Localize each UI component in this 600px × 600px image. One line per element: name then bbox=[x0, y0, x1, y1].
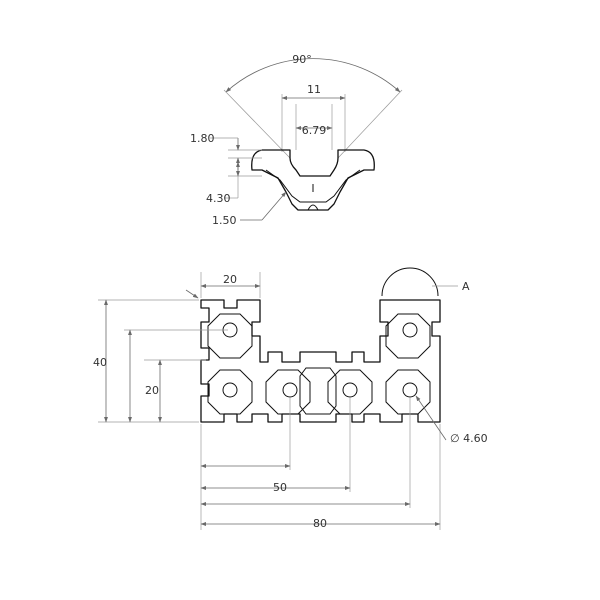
slot-inner-wall bbox=[265, 169, 361, 203]
cell-bottom-right bbox=[385, 369, 431, 415]
dim-label-430: 4.30 bbox=[206, 192, 231, 205]
diameter-leader bbox=[415, 395, 447, 441]
angle-label: 90° bbox=[292, 53, 312, 66]
hole-bottom-left bbox=[222, 382, 238, 398]
dim-label-top20: 20 bbox=[223, 273, 237, 286]
dim-label-v20: 20 bbox=[145, 384, 159, 397]
cell-bottom-left bbox=[207, 369, 253, 415]
hole-top-right bbox=[402, 322, 418, 338]
cell-top-right bbox=[385, 313, 431, 359]
dim-label-679: 6.79 bbox=[302, 124, 327, 137]
dim-label-diameter: ∅ 4.60 bbox=[450, 432, 488, 445]
dim-label-80: 80 bbox=[313, 517, 327, 530]
dim-label-180: 1.80 bbox=[190, 132, 215, 145]
dim-label-11: 11 bbox=[307, 83, 321, 96]
corner-leader bbox=[185, 289, 199, 299]
hole-center-right bbox=[342, 382, 358, 398]
angle-arc bbox=[225, 58, 401, 93]
detail-view-slot: 90° 11 6.79 1.80 4.30 1.50 bbox=[190, 53, 403, 227]
detail-circle-a bbox=[381, 267, 439, 297]
profile-outline bbox=[200, 299, 441, 423]
cell-center-right bbox=[327, 369, 373, 415]
dim-label-40: 40 bbox=[93, 356, 107, 369]
slot-outline bbox=[251, 149, 375, 211]
detail-label-a: A bbox=[462, 280, 470, 293]
dim-label-50: 50 bbox=[273, 481, 287, 494]
hole-bottom-right bbox=[402, 382, 418, 398]
profile-view: A 20 40 20 50 80 ∅ 4.60 bbox=[93, 267, 488, 530]
cell-top-left bbox=[207, 313, 253, 359]
leader-150 bbox=[261, 191, 287, 221]
slot-groove bbox=[307, 204, 319, 211]
hole-center-left bbox=[282, 382, 298, 398]
cell-center-left bbox=[265, 369, 311, 415]
pocket-middle bbox=[299, 367, 337, 415]
dim-label-150: 1.50 bbox=[212, 214, 237, 227]
angle-leg-left bbox=[223, 89, 291, 159]
angle-leg-right bbox=[337, 89, 403, 159]
